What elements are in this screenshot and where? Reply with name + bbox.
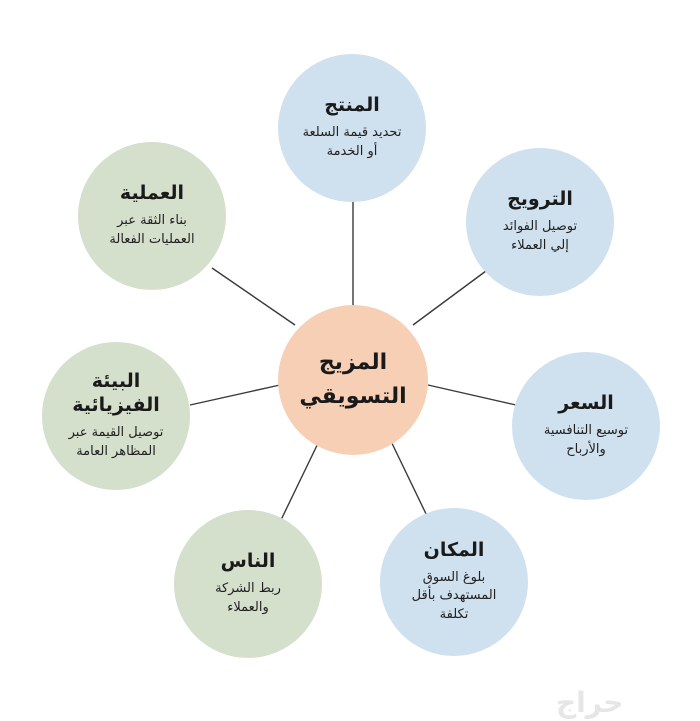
node-description: توسيع التنافسية والأرباح	[543, 423, 629, 457]
node-promotion: الترويج توصيل الفوائد إلي العملاء	[466, 148, 614, 296]
node-title: البيئة الفيزيائية	[72, 370, 160, 417]
node-product: المنتج تحديد قيمة السلعة أو الخدمة	[278, 54, 426, 202]
node-process: العملية بناء الثقة عبر العمليات الفعالة	[78, 142, 226, 290]
node-description: بناء الثقة عبر العمليات الفعالة	[109, 213, 195, 247]
connector-promotion	[412, 267, 491, 326]
node-people: الناس ربط الشركة والعملاء	[174, 510, 322, 658]
node-title: السعر	[558, 392, 614, 415]
connector-physical	[189, 384, 281, 406]
node-title: المكان	[423, 538, 485, 561]
node-price: السعر توسيع التنافسية والأرباح	[512, 352, 660, 500]
connector-process	[211, 267, 296, 326]
connector-price	[427, 384, 517, 406]
watermark-logo: حراج	[556, 686, 624, 719]
center-title: المزيج التسويقي	[299, 349, 407, 409]
node-place: المكان بلوغ السوق المستهدف بأقل تكلفة	[380, 508, 528, 656]
node-title: الترويج	[507, 188, 573, 211]
center-marketing-mix: المزيج التسويقي	[278, 305, 428, 455]
connector-people	[279, 434, 323, 523]
node-title: المنتج	[324, 94, 380, 117]
node-title: الناس	[220, 550, 276, 573]
node-description: ربط الشركة والعملاء	[215, 581, 281, 615]
node-physical-environment: البيئة الفيزيائية توصيل القيمة عبر المظا…	[42, 342, 190, 490]
node-description: توصيل القيمة عبر المظاهر العامة	[68, 424, 164, 459]
node-description: تحديد قيمة السلعة أو الخدمة	[302, 125, 402, 159]
node-description: توصيل الفوائد إلي العملاء	[502, 219, 578, 253]
node-description: بلوغ السوق المستهدف بأقل تكلفة	[411, 569, 497, 623]
node-title: العملية	[119, 182, 185, 205]
connector-place	[387, 434, 429, 519]
